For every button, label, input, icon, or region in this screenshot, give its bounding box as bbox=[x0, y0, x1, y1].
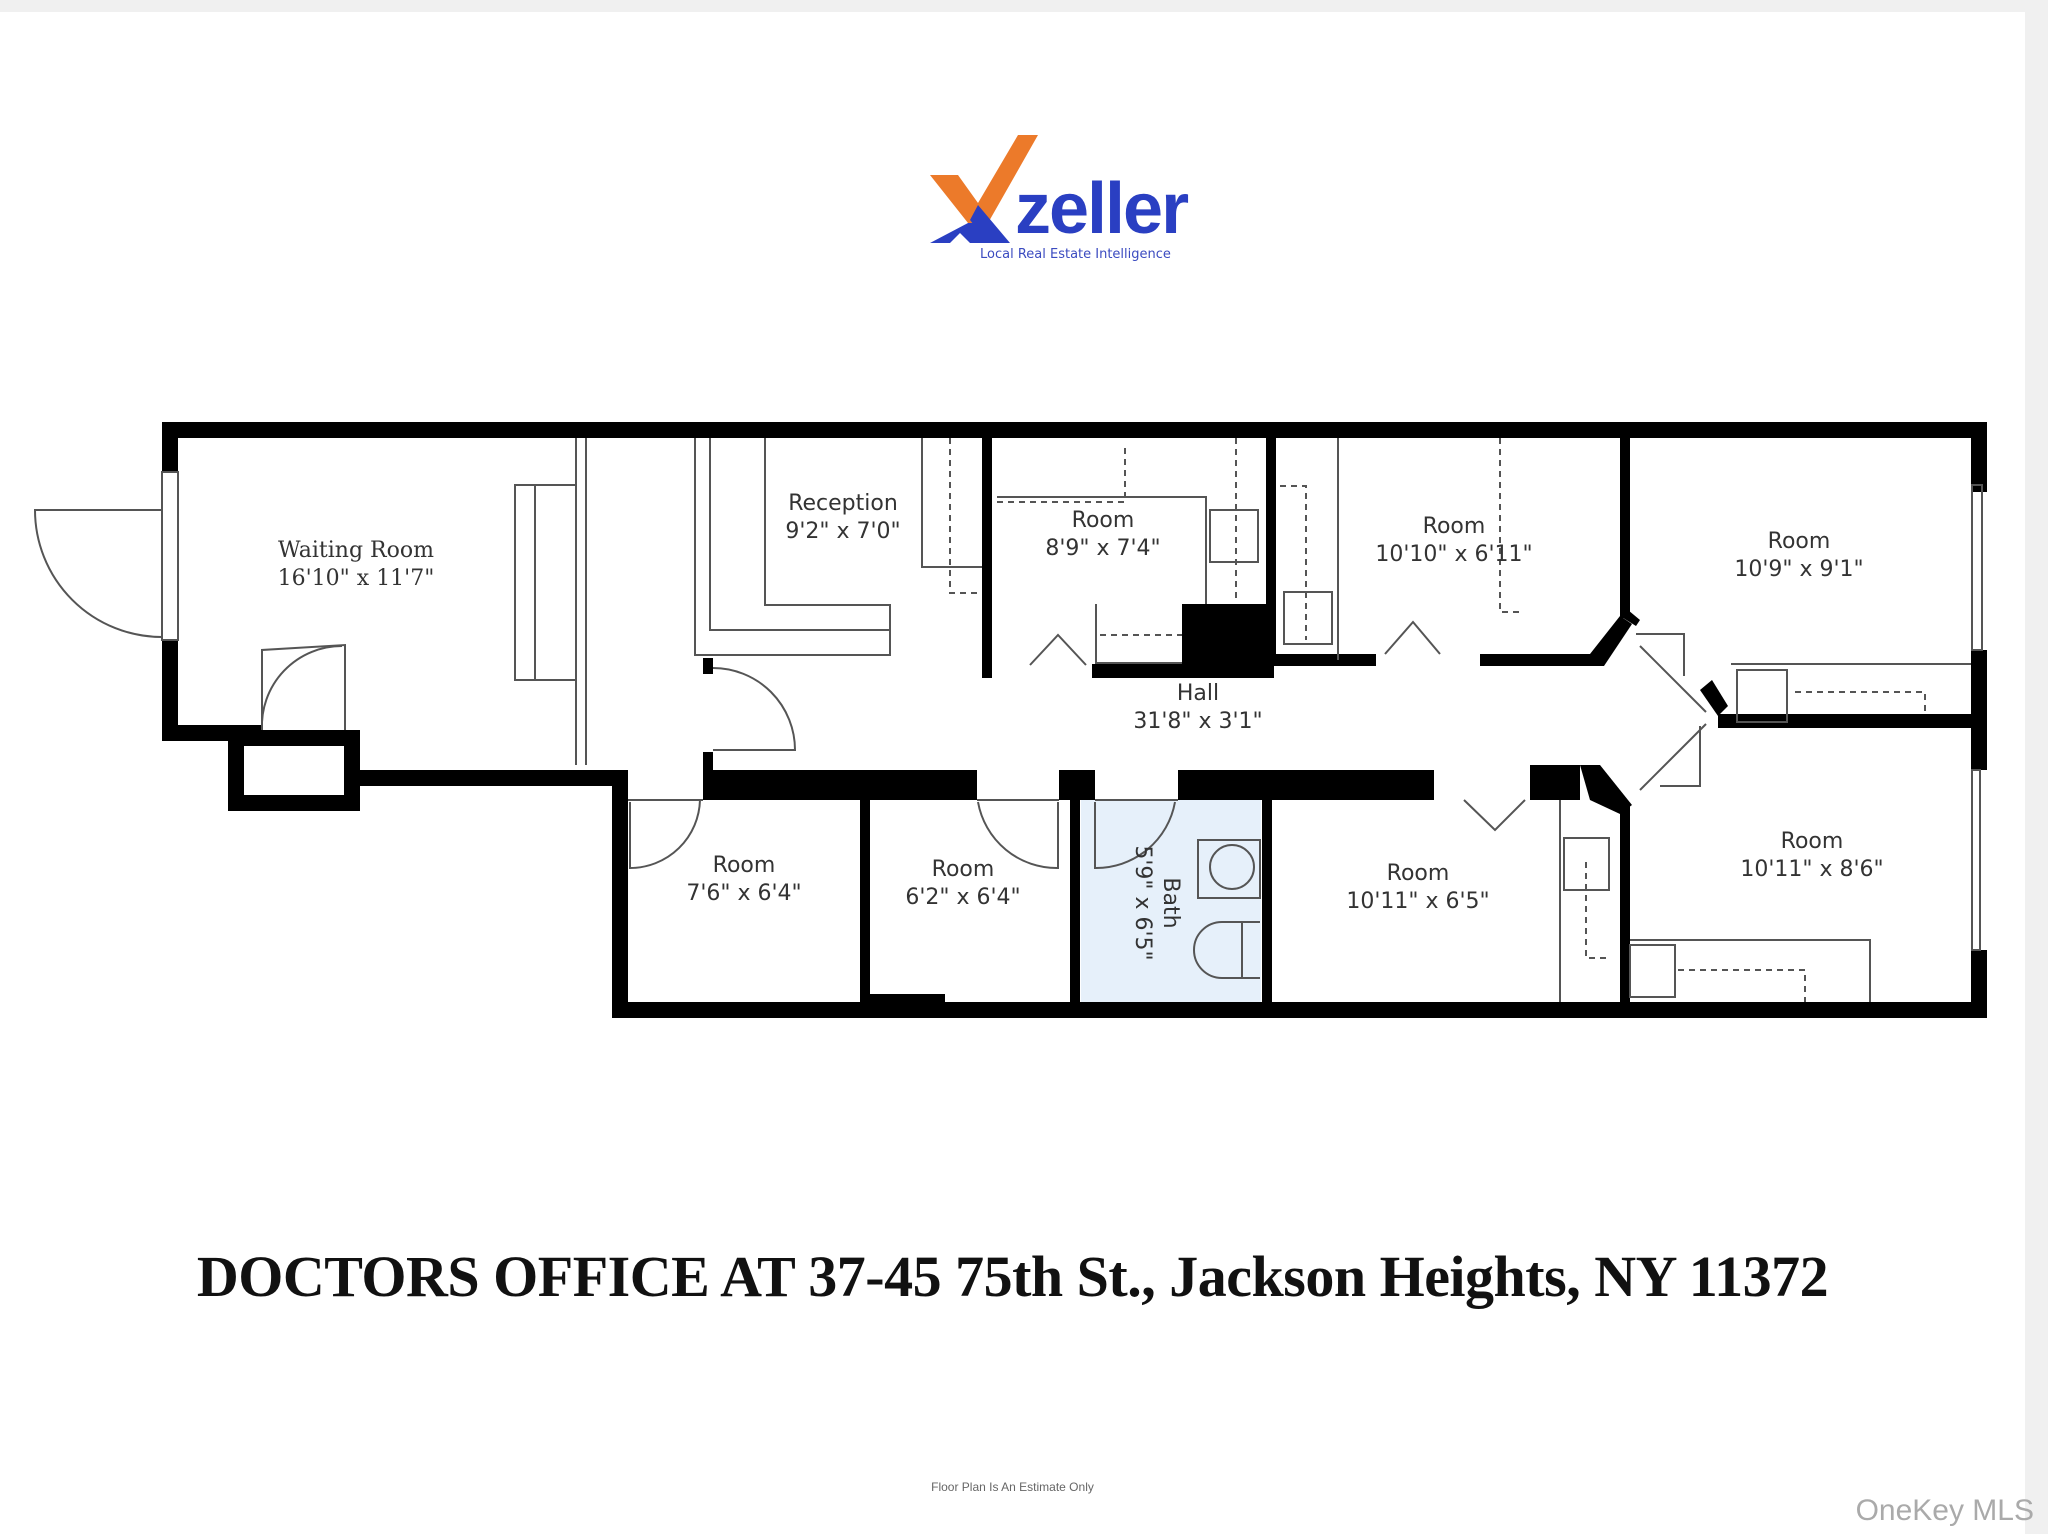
room-dims: 10'11" x 8'6" bbox=[1740, 857, 1884, 882]
room-name: Room bbox=[1780, 829, 1844, 854]
mls-watermark: OneKey MLS bbox=[1855, 1494, 2034, 1527]
bath-fill bbox=[1081, 800, 1261, 1002]
room-name: Hall bbox=[1176, 681, 1220, 706]
walls bbox=[162, 422, 1987, 1018]
room-dims: 10'9" x 9'1" bbox=[1734, 557, 1864, 582]
room-name: Bath bbox=[1158, 877, 1183, 929]
room-dims: 10'10" x 6'11" bbox=[1375, 542, 1533, 567]
logo-mark-icon bbox=[930, 135, 1038, 243]
room-dims: 7'6" x 6'4" bbox=[686, 881, 802, 906]
room-name: Room bbox=[1422, 514, 1486, 539]
room-name: Reception bbox=[788, 491, 898, 516]
room-name: Waiting Room bbox=[278, 538, 434, 563]
listing-title: DOCTORS OFFICE AT 37-45 75th St., Jackso… bbox=[196, 1244, 1829, 1309]
room-label-room-6: Room 10'11" x 6'5" bbox=[1346, 860, 1489, 916]
floor-plan bbox=[33, 422, 1987, 1018]
room-name: Room bbox=[931, 857, 995, 882]
room-dims: 5'9" x 6'5" bbox=[1130, 845, 1155, 961]
room-label-room-7: Room 10'11" x 8'6" bbox=[1740, 828, 1883, 884]
room-label-room-1: Room 8'9" x 7'4" bbox=[1045, 507, 1160, 563]
zeller-logo: zeller Local Real Estate Intelligence bbox=[925, 135, 1225, 270]
room-name: Room bbox=[1767, 529, 1831, 554]
room-name: Room bbox=[1386, 861, 1450, 886]
room-label-bath: Bath 5'9" x 6'5" bbox=[1128, 845, 1184, 960]
fixtures bbox=[33, 438, 1983, 1002]
room-label-room-5: Room 6'2" x 6'4" bbox=[905, 856, 1020, 912]
room-label-room-2: Room 10'10" x 6'11" bbox=[1375, 513, 1532, 569]
room-dims: 8'9" x 7'4" bbox=[1045, 536, 1161, 561]
floor-plan-disclaimer: Floor Plan Is An Estimate Only bbox=[931, 1480, 1094, 1494]
room-label-reception: Reception 9'2" x 7'0" bbox=[785, 490, 900, 546]
listing-image bbox=[0, 12, 2025, 1534]
logo-wordmark: zeller bbox=[1015, 169, 1189, 249]
room-name: Room bbox=[1071, 508, 1135, 533]
room-name: Room bbox=[712, 853, 776, 878]
room-label-room-3: Room 10'9" x 9'1" bbox=[1734, 528, 1863, 584]
room-label-hall: Hall 31'8" x 3'1" bbox=[1133, 680, 1262, 736]
room-label-waiting-room: Waiting Room 16'10" x 11'7" bbox=[278, 537, 435, 593]
room-dims: 31'8" x 3'1" bbox=[1133, 709, 1263, 734]
room-dims: 9'2" x 7'0" bbox=[785, 519, 901, 544]
room-dims: 16'10" x 11'7" bbox=[277, 566, 435, 591]
room-label-room-4: Room 7'6" x 6'4" bbox=[686, 852, 801, 908]
logo-tagline: Local Real Estate Intelligence bbox=[980, 247, 1171, 262]
room-dims: 6'2" x 6'4" bbox=[905, 885, 1021, 910]
room-dims: 10'11" x 6'5" bbox=[1346, 889, 1490, 914]
